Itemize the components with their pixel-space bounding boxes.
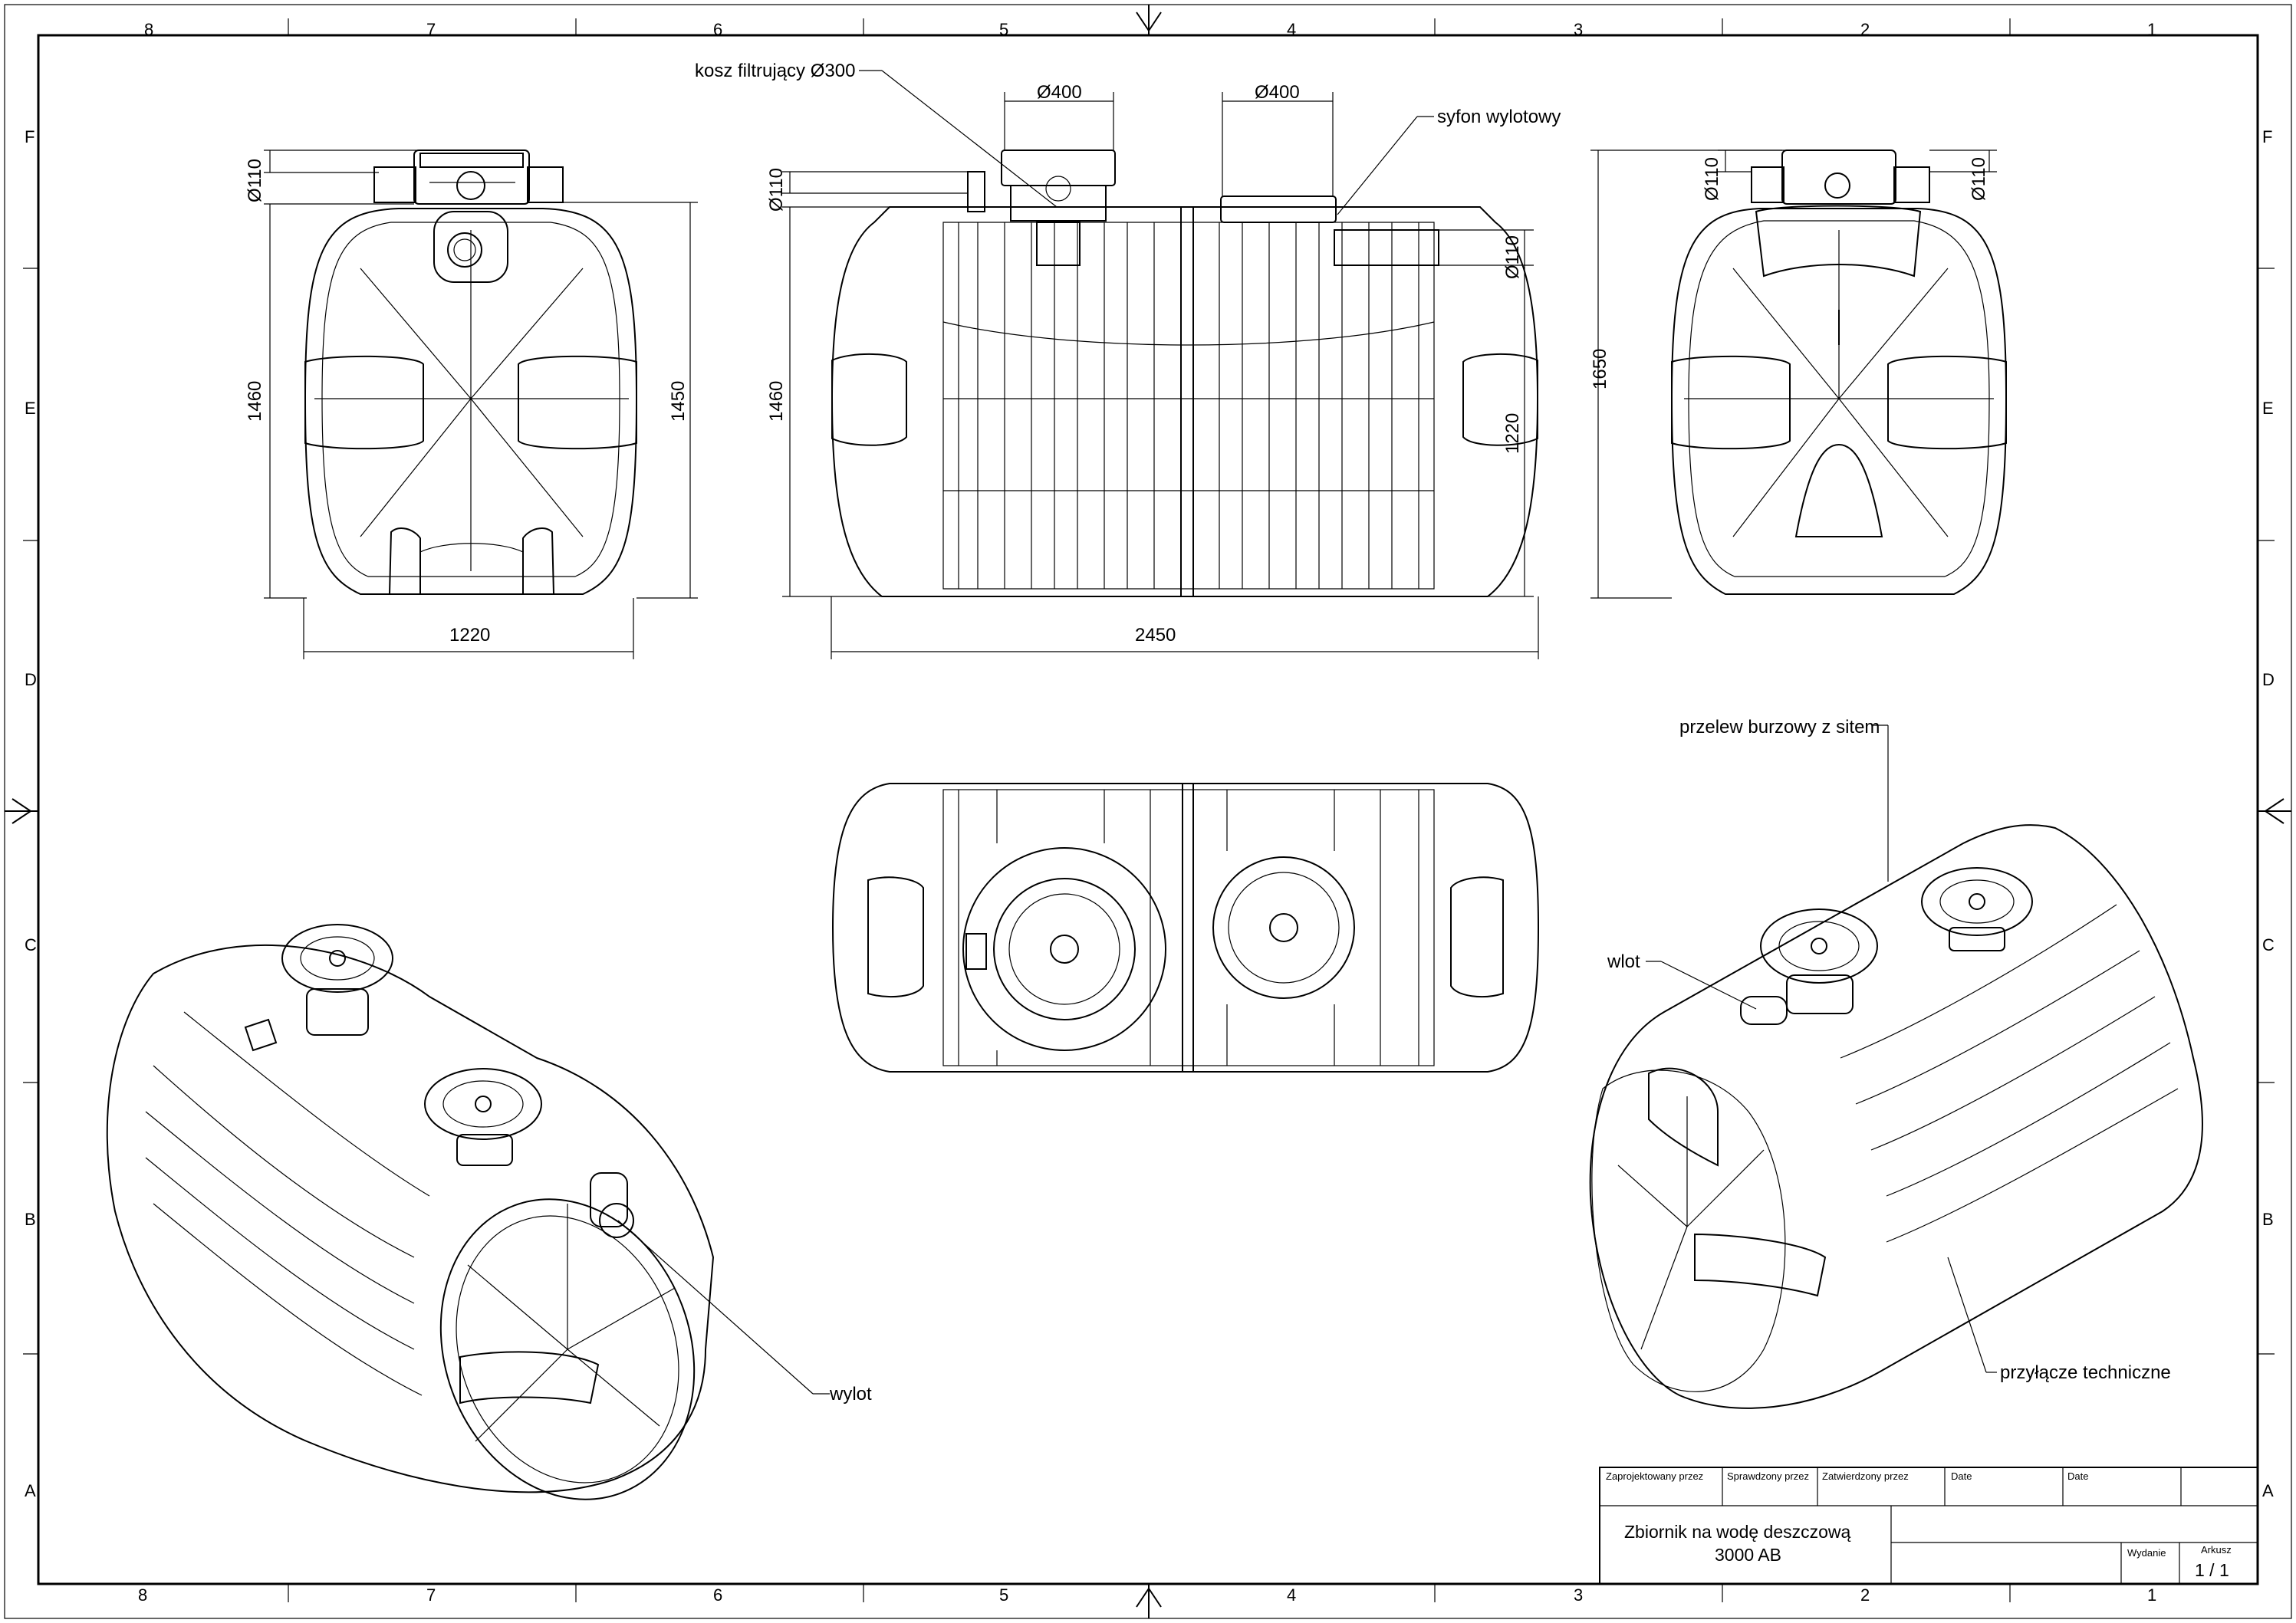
side-callout-leaders <box>859 70 1434 215</box>
zone-row-E-right: E <box>2262 399 2274 418</box>
front-inner-height-label: 1450 <box>668 381 689 422</box>
title-block <box>1599 1467 2258 1585</box>
zone-col-7-bottom: 7 <box>426 1585 436 1605</box>
side-view-dimensions <box>782 92 1539 659</box>
front-height-label: 1460 <box>245 381 265 422</box>
zone-row-B-right: B <box>2262 1210 2274 1229</box>
zone-row-B-left: B <box>25 1210 36 1229</box>
outlet-pipe-diameter-label: Ø110 <box>1502 235 1523 279</box>
hatch-diameter-left-label: Ø400 <box>1037 82 1082 103</box>
zone-col-4-bottom: 4 <box>1287 1585 1296 1605</box>
side-view <box>831 149 1539 597</box>
zone-row-F-right: F <box>2262 127 2272 146</box>
outlet-callout: wylot <box>829 1384 872 1405</box>
rear-pipe-diameter-right-label: Ø110 <box>1969 157 1989 201</box>
isometric-view-right <box>1589 824 2203 1409</box>
zone-row-C-right: C <box>2262 935 2275 954</box>
front-pipe-diameter-label: Ø110 <box>245 159 265 202</box>
designed-by-label: Zaprojektowany przez <box>1606 1470 1703 1482</box>
checked-by-label: Sprawdzony przez <box>1727 1470 1809 1482</box>
zone-col-1-bottom: 1 <box>2147 1585 2156 1605</box>
front-view <box>304 149 638 595</box>
date-label-1: Date <box>1951 1470 1972 1482</box>
zone-row-D-right: D <box>2262 670 2275 689</box>
outlet-siphon-callout: syfon wylotowy <box>1437 107 1561 127</box>
zone-col-6-top: 6 <box>713 20 722 39</box>
hatch-diameter-right-label: Ø400 <box>1255 82 1300 103</box>
drawing-title-line1: Zbiornik na wodę deszczową <box>1624 1522 1851 1542</box>
right-iso-callout-leaders <box>1646 724 1997 1373</box>
top-view <box>831 783 1540 1073</box>
outlet-callout-leader <box>617 1220 830 1395</box>
isometric-view-left <box>106 924 715 1500</box>
zone-col-2-top: 2 <box>1860 20 1870 39</box>
front-width-label: 1220 <box>449 625 490 646</box>
side-length-label: 2450 <box>1135 625 1176 646</box>
zone-row-D-left: D <box>25 670 37 689</box>
inlet-callout: wlot <box>1607 951 1640 972</box>
zone-col-7-top: 7 <box>426 20 436 39</box>
rear-view-dimensions <box>1590 149 1997 599</box>
sheet-label: Arkusz <box>2201 1544 2232 1556</box>
zone-col-6-bottom: 6 <box>713 1585 722 1605</box>
zone-row-E-left: E <box>25 399 36 418</box>
date-label-2: Date <box>2067 1470 2088 1482</box>
zone-row-F-left: F <box>25 127 35 146</box>
zone-col-3-top: 3 <box>1574 20 1583 39</box>
side-pipe-diameter-label: Ø110 <box>766 168 787 212</box>
rear-view <box>1670 149 2008 595</box>
rear-pipe-diameter-left-label: Ø110 <box>1702 157 1722 201</box>
zone-col-5-bottom: 5 <box>999 1585 1008 1605</box>
filter-basket-callout: kosz filtrujący Ø300 <box>695 61 855 81</box>
zone-row-A-left: A <box>25 1481 36 1500</box>
zone-col-1-top: 1 <box>2147 20 2156 39</box>
zone-col-8-top: 8 <box>144 20 153 39</box>
zone-col-3-bottom: 3 <box>1574 1585 1583 1605</box>
zone-labels: 8 7 6 5 4 3 2 1 8 7 6 5 4 3 2 1 F E D C … <box>25 20 2275 1605</box>
sheet-number: 1 / 1 <box>2195 1560 2229 1580</box>
front-view-dimensions <box>264 149 698 659</box>
zone-row-C-left: C <box>25 935 37 954</box>
rear-height-label: 1650 <box>1590 349 1610 389</box>
side-height-label: 1460 <box>766 381 787 422</box>
zone-col-5-top: 5 <box>999 20 1008 39</box>
approved-by-label: Zatwierdzony przez <box>1822 1470 1909 1482</box>
technical-connection-callout: przyłącze techniczne <box>2000 1362 2171 1383</box>
drawing-title-line2: 3000 AB <box>1715 1545 1781 1565</box>
zone-col-4-top: 4 <box>1287 20 1296 39</box>
drawing-frame <box>4 4 2292 1619</box>
zone-row-A-right: A <box>2262 1481 2274 1500</box>
outlet-height-label: 1220 <box>1502 413 1523 454</box>
zone-col-2-bottom: 2 <box>1860 1585 1870 1605</box>
zone-col-8-bottom: 8 <box>138 1585 147 1605</box>
edition-label: Wydanie <box>2127 1547 2166 1559</box>
storm-overflow-callout: przelew burzowy z sitem <box>1679 717 1880 738</box>
